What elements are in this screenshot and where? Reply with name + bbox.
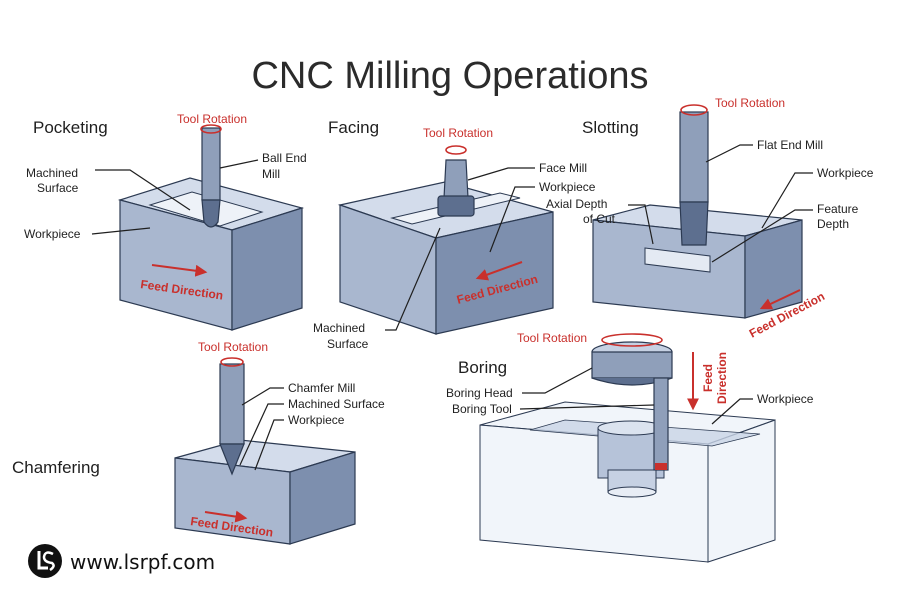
pocketing-block-side (231, 207, 303, 331)
facing-tool-rotation-label: Tool Rotation (423, 126, 493, 140)
facing-surface-leader (385, 227, 441, 331)
pocketing-surface-label-1: Machined (26, 166, 78, 180)
pocketing-title: Pocketing (33, 118, 108, 137)
facing-panel: Facing Tool Rotation Face Mill Workpiece… (313, 118, 596, 351)
lsrpf-logo-icon (28, 544, 62, 578)
boring-tool-label: Boring Tool (452, 402, 512, 416)
website-link[interactable]: www.lsrpf.com (70, 550, 215, 574)
face-mill-head (437, 195, 475, 217)
slotting-axial-leader (628, 204, 654, 245)
boring-feed-label-2: Direction (715, 352, 729, 404)
facing-workpiece-leader (489, 186, 535, 253)
face-mill-shank (443, 159, 469, 199)
flat-end-mill (679, 111, 709, 203)
pocketing-tool-label-2: Mill (262, 167, 280, 181)
slotting-slot (644, 247, 711, 273)
facing-title: Facing (328, 118, 379, 137)
chamfering-title: Chamfering (12, 458, 100, 477)
boring-rotation-icon (601, 333, 663, 347)
chamfering-panel: Chamfering Tool Rotation Chamfer Mill Ma… (12, 340, 385, 545)
footer-branding: www.lsrpf.com (28, 544, 215, 578)
pocketing-surface-leader (95, 169, 191, 211)
slotting-axial-label-2: of Cut (583, 212, 616, 226)
chamfering-surface-leader (239, 403, 284, 466)
facing-tool-label: Face Mill (539, 161, 587, 175)
slotting-block-side (744, 219, 803, 319)
facing-rotation-icon (445, 145, 467, 155)
chamfering-feed-arrow (204, 510, 248, 523)
boring-head-leader (522, 367, 593, 394)
slotting-workpiece-label: Workpiece (817, 166, 874, 180)
chamfering-tool-rotation-label: Tool Rotation (198, 340, 268, 354)
slotting-workpiece-leader (761, 172, 813, 229)
facing-tool-leader (467, 167, 535, 181)
pocketing-surface-label-2: Surface (37, 181, 79, 195)
slotting-axial-label-1: Axial Depth (546, 197, 607, 211)
chamfering-surface-label: Machined Surface (288, 397, 385, 411)
boring-title: Boring (458, 358, 507, 377)
slotting-feature-label-2: Depth (817, 217, 849, 231)
chamfering-workpiece-label: Workpiece (288, 413, 345, 427)
pocketing-tool-leader (219, 159, 259, 169)
pocketing-tool-label-1: Ball End (262, 151, 307, 165)
boring-tool-rotation-label: Tool Rotation (517, 331, 587, 345)
boring-tool-leader (519, 404, 655, 410)
boring-block-side (707, 419, 776, 563)
chamfering-rotation-icon (220, 357, 244, 367)
pocketing-workpiece-label: Workpiece (24, 227, 81, 241)
chamfering-tool-label: Chamfer Mill (288, 381, 355, 395)
slotting-feature-leader (711, 209, 813, 263)
chamfering-tool-leader (241, 387, 284, 406)
flat-end-mill-flutes (679, 201, 709, 246)
slotting-rotation-icon (680, 104, 708, 116)
slotting-panel: Slotting Tool Rotation Flat End Mill Wor… (546, 96, 874, 341)
boring-bore-bottom (607, 486, 657, 498)
facing-workpiece-label: Workpiece (539, 180, 596, 194)
boring-insert (655, 463, 667, 470)
chamfering-workpiece-leader (254, 419, 284, 471)
chamfer-mill-tip (219, 443, 245, 476)
pocketing-feed-arrow (151, 264, 208, 277)
chamfer-mill (219, 363, 245, 445)
slotting-title: Slotting (582, 118, 639, 137)
pocketing-rotation-icon (200, 124, 222, 134)
boring-head (591, 351, 673, 379)
boring-head-label: Boring Head (446, 386, 513, 400)
ball-end-mill-tip (201, 199, 221, 228)
pocketing-workpiece-leader (91, 227, 151, 235)
boring-workpiece-leader (711, 398, 753, 425)
facing-feed-arrow (475, 261, 523, 281)
boring-feed-label-1: Feed (701, 364, 715, 392)
slotting-feed-arrow (759, 289, 801, 310)
facing-surface-label-1: Machined (313, 321, 365, 335)
slotting-tool-rotation-label: Tool Rotation (715, 96, 785, 110)
slotting-tool-label: Flat End Mill (757, 138, 823, 152)
boring-tool (653, 377, 669, 471)
slotting-feature-label-1: Feature (817, 202, 859, 216)
boring-block-front (479, 424, 709, 563)
pocketing-panel: Pocketing Tool Rotation Ball End Mill Ma… (24, 112, 307, 331)
chamfering-block-side (289, 451, 356, 545)
facing-surface-label-2: Surface (327, 337, 369, 351)
boring-panel: Boring Tool Rotation Feed Direction Bori… (446, 331, 814, 563)
ball-end-mill (201, 127, 221, 201)
slotting-block-front (592, 219, 746, 319)
boring-workpiece-label: Workpiece (757, 392, 814, 406)
slotting-tool-leader (705, 144, 753, 163)
pocketing-tool-rotation-label: Tool Rotation (177, 112, 247, 126)
page-title: CNC Milling Operations (251, 55, 648, 97)
